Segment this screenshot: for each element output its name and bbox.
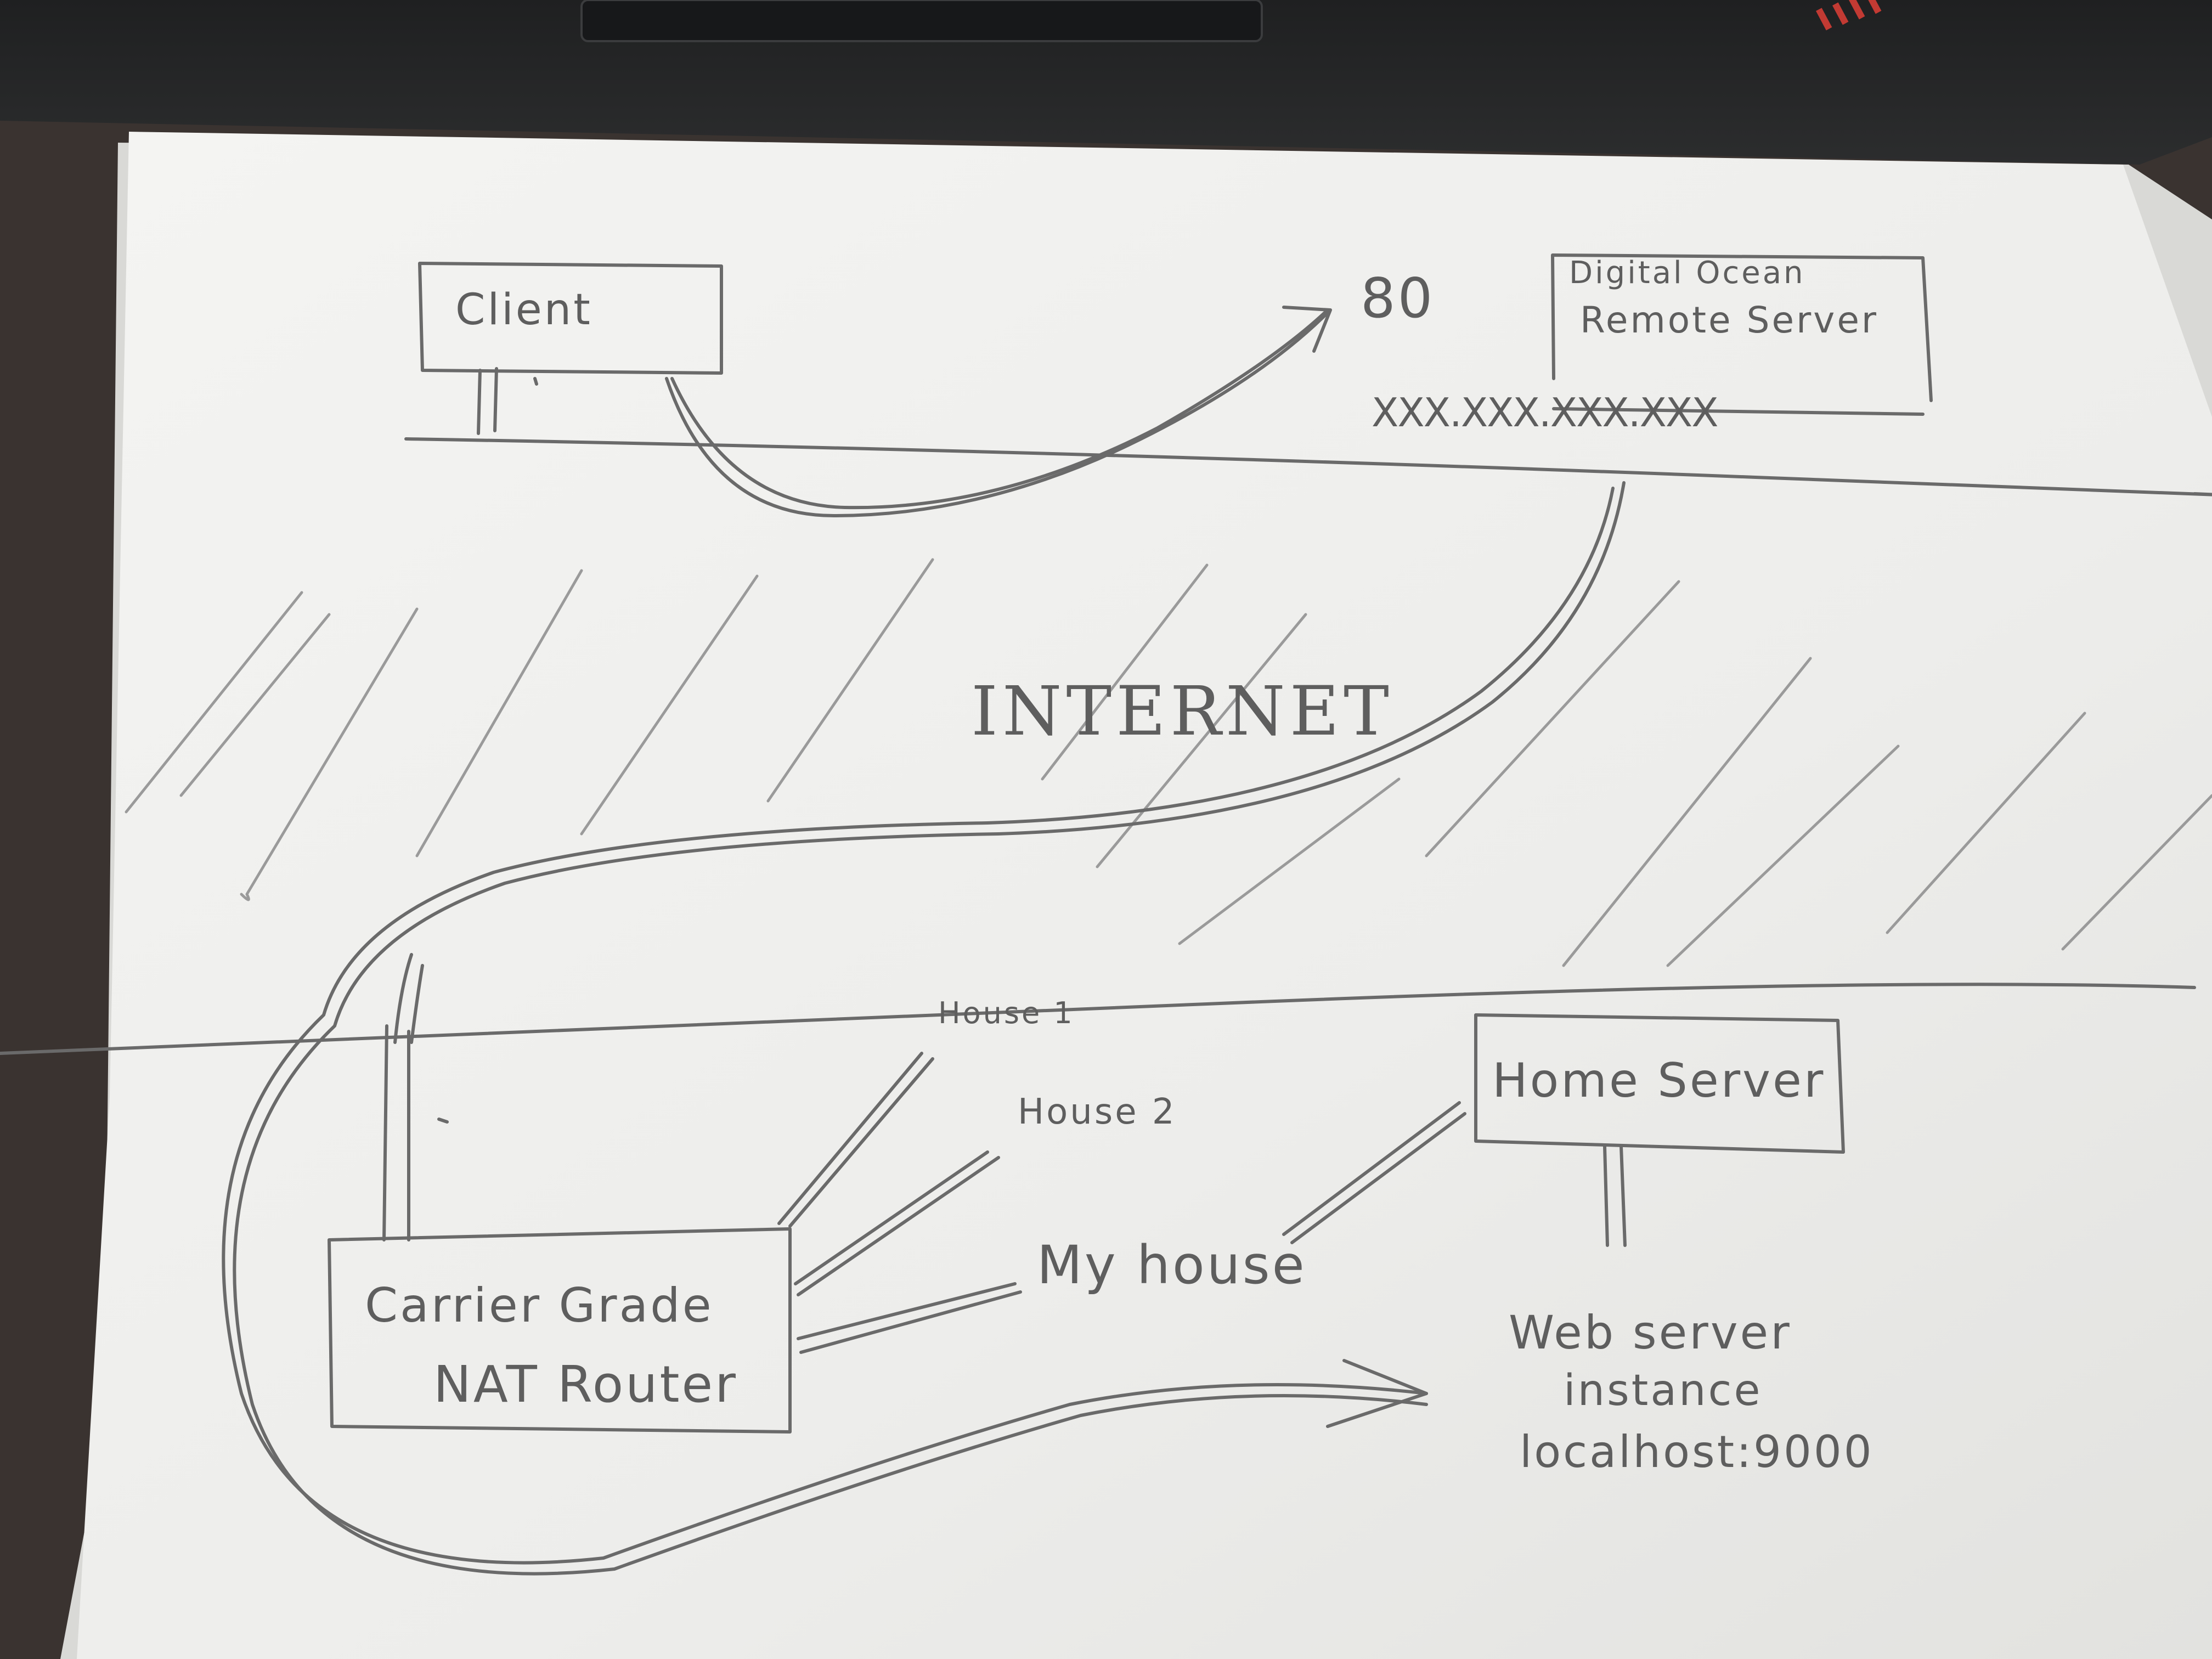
home-server-label: Home Server [1492, 1053, 1826, 1108]
my-house-label: My house [1037, 1234, 1307, 1296]
remote-server-label-line2: Remote Server [1580, 299, 1879, 341]
client-arrow [665, 311, 1329, 517]
internet-hatching [125, 558, 2212, 967]
house2-link [794, 1150, 1000, 1296]
web-server-label-line3: localhost:9000 [1520, 1426, 1874, 1477]
internet-label: INTERNET [971, 672, 1393, 751]
divider-bottom [0, 983, 2196, 1055]
nat-router-label-line2: NAT Router [433, 1355, 738, 1414]
pencil-diagram [0, 253, 2212, 1576]
nat-router-label-line1: Carrier Grade [365, 1278, 714, 1333]
house1-label: House 1 [938, 996, 1075, 1030]
house1-link [777, 1052, 934, 1228]
remote-server-box [1551, 253, 1933, 416]
nat-router-box [328, 1227, 792, 1434]
laptop-touchpad [580, 0, 1263, 42]
client-stand [477, 367, 538, 435]
internet-route [222, 487, 1615, 1565]
client-box [418, 262, 723, 375]
my-house-link [797, 1282, 1022, 1354]
nat-router-antenna [382, 1024, 449, 1242]
laptop-logo [1816, 0, 1882, 31]
home-server-box [1474, 1013, 1845, 1154]
divider-top [404, 437, 2212, 496]
port-label: 80 [1361, 266, 1435, 330]
paper-sheet [60, 132, 2212, 1659]
remote-server-label-line1: Digital Ocean [1569, 255, 1805, 291]
house2-label: House 2 [1018, 1092, 1177, 1132]
ip-address-label: XXX.XXX.XXX.XXX [1372, 390, 1719, 436]
client-label: Client [455, 285, 592, 335]
my-house-to-home-server [1282, 1101, 1466, 1244]
web-server-label-line2: instance [1564, 1366, 1763, 1415]
web-server-label-line1: Web server [1509, 1306, 1792, 1359]
home-server-stand [1603, 1145, 1627, 1247]
laptop [0, 0, 2212, 165]
